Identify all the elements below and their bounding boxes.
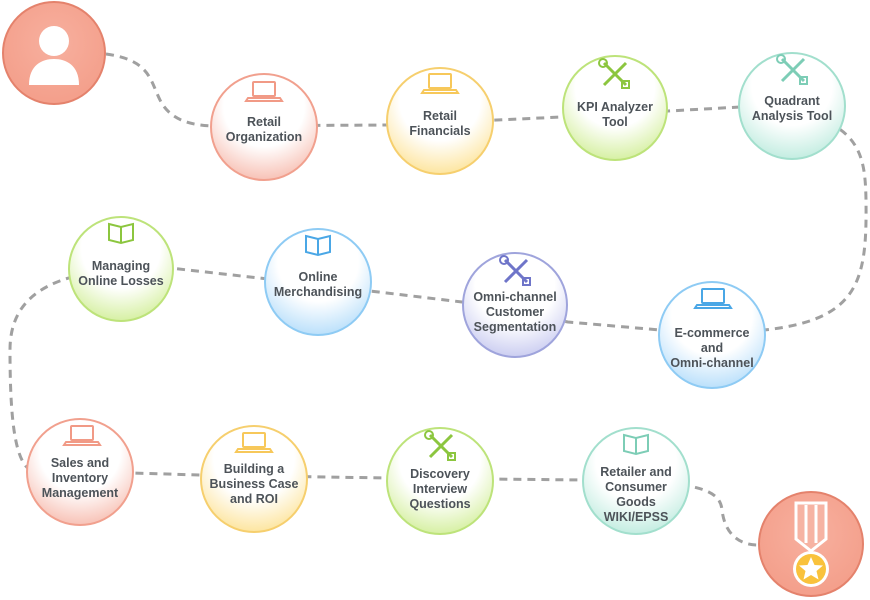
book-icon (108, 222, 134, 245)
laptop-icon (420, 73, 460, 94)
tools-icon (499, 255, 531, 286)
laptop-icon (234, 432, 274, 453)
book-icon (623, 433, 649, 456)
tools-icon (776, 54, 808, 85)
user-icon (29, 26, 79, 85)
start-node (2, 1, 106, 105)
finish-node (758, 491, 864, 597)
book-icon (305, 234, 331, 257)
medal-icon (793, 501, 829, 587)
tools-icon (424, 430, 456, 461)
laptop-icon (62, 425, 102, 446)
laptop-icon (693, 288, 733, 309)
tools-icon (598, 58, 630, 89)
laptop-icon (244, 81, 284, 102)
